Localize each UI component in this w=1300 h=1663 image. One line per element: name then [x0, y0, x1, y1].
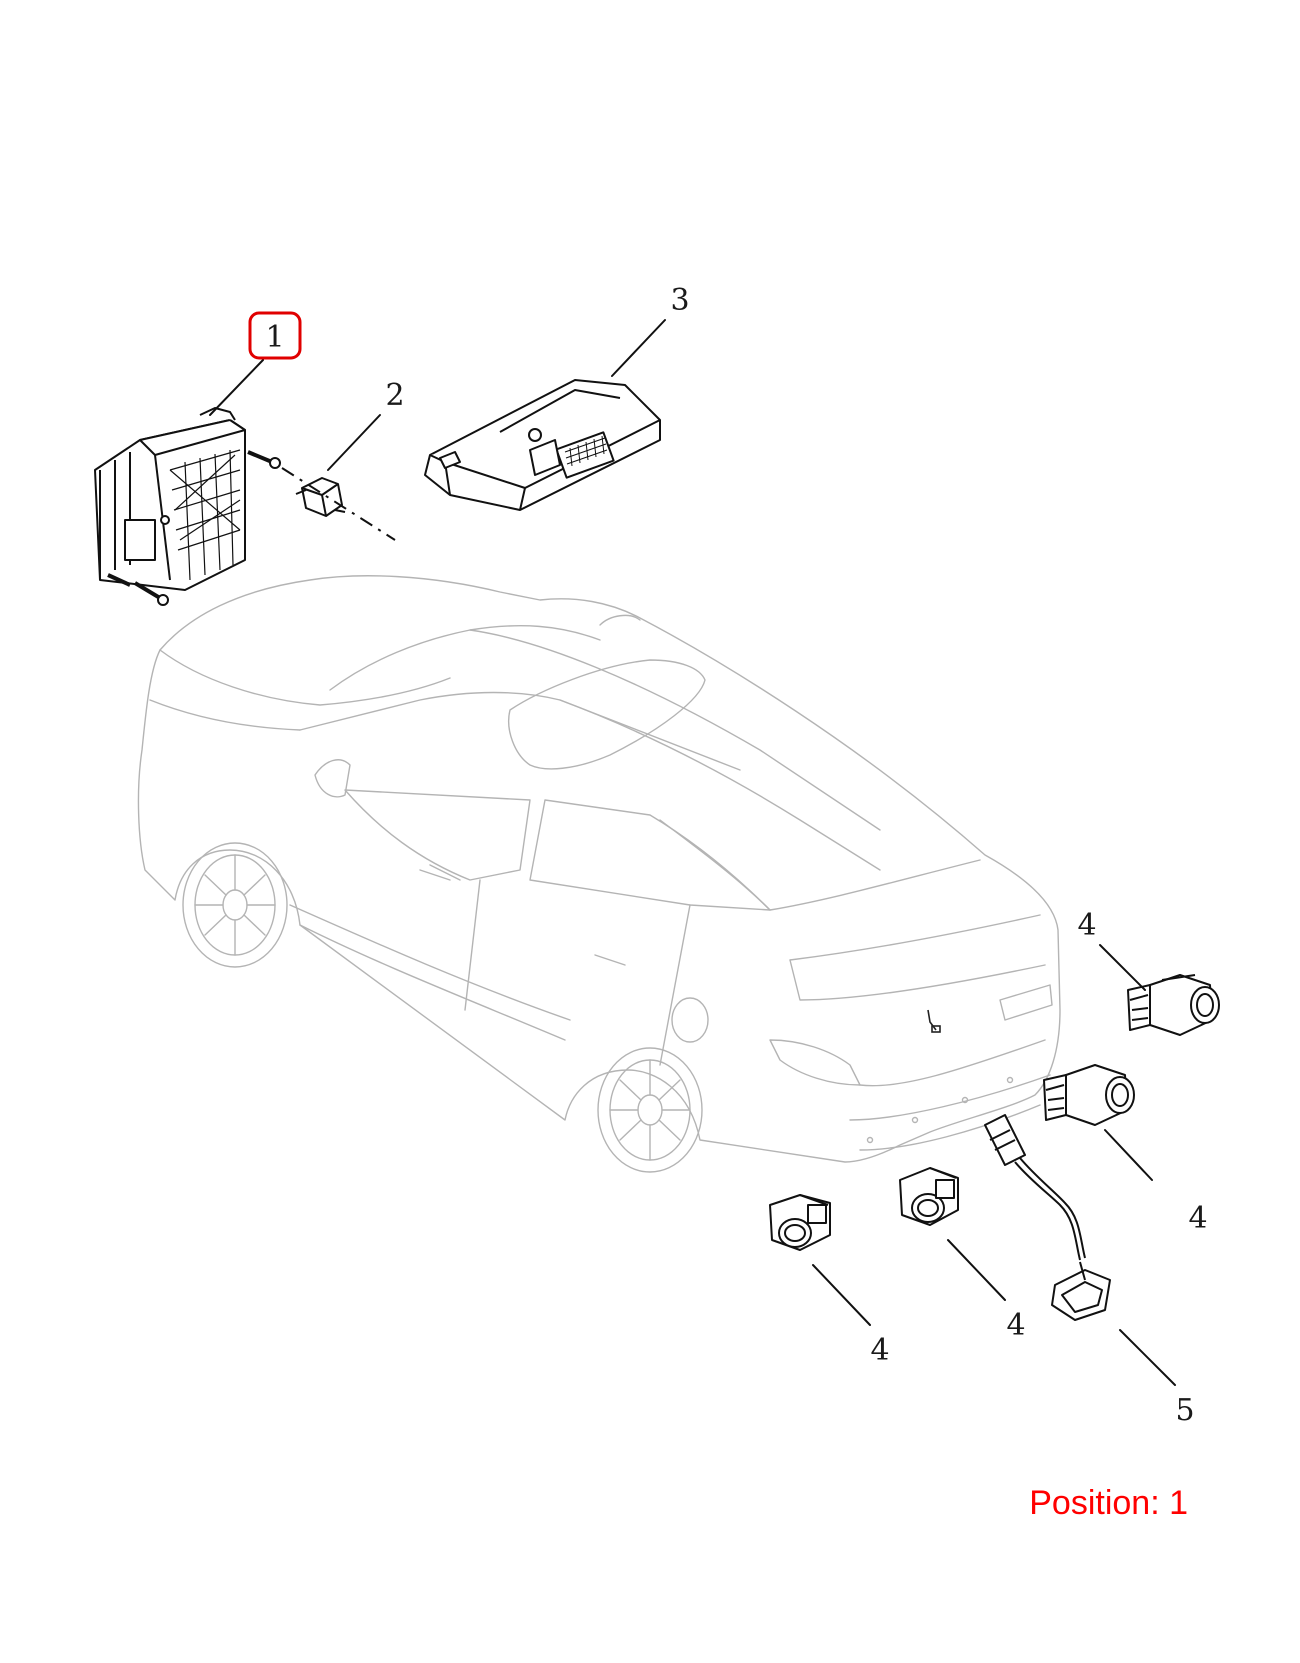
- leader-lines: [209, 319, 1176, 1386]
- callout-4-sensor-a[interactable]: 4: [1077, 908, 1096, 943]
- position-label: Position: 1: [1029, 1484, 1188, 1522]
- callout-5[interactable]: 5: [1175, 1393, 1194, 1428]
- part-1-control-module: [94, 407, 281, 606]
- part-2-clip-nut: [295, 477, 346, 517]
- callout-4-sensor-d[interactable]: 4: [1006, 1308, 1025, 1343]
- part-4-sensor-a: [1127, 974, 1220, 1036]
- callout-3[interactable]: 3: [670, 283, 689, 318]
- part-2-axis-line: [281, 467, 396, 541]
- callout-labels: 1 2 3 4 4 4 4 5: [265, 283, 1207, 1428]
- part-5-rear-camera: [984, 1114, 1111, 1321]
- part-4-sensor-d: [899, 1167, 959, 1226]
- callout-4-sensor-c[interactable]: 4: [870, 1333, 889, 1368]
- trunk-camera-wire: [927, 1009, 941, 1033]
- callout-1-highlight: [248, 311, 302, 360]
- part-4-sensor-c: [769, 1194, 831, 1251]
- callout-1[interactable]: 1: [265, 320, 284, 355]
- part-3-ecu-module: [424, 379, 661, 511]
- callout-4-sensor-b[interactable]: 4: [1188, 1201, 1207, 1236]
- callout-2[interactable]: 2: [385, 378, 404, 413]
- vehicle-outline: [137, 575, 1061, 1173]
- part-4-sensor-b: [1043, 1064, 1135, 1126]
